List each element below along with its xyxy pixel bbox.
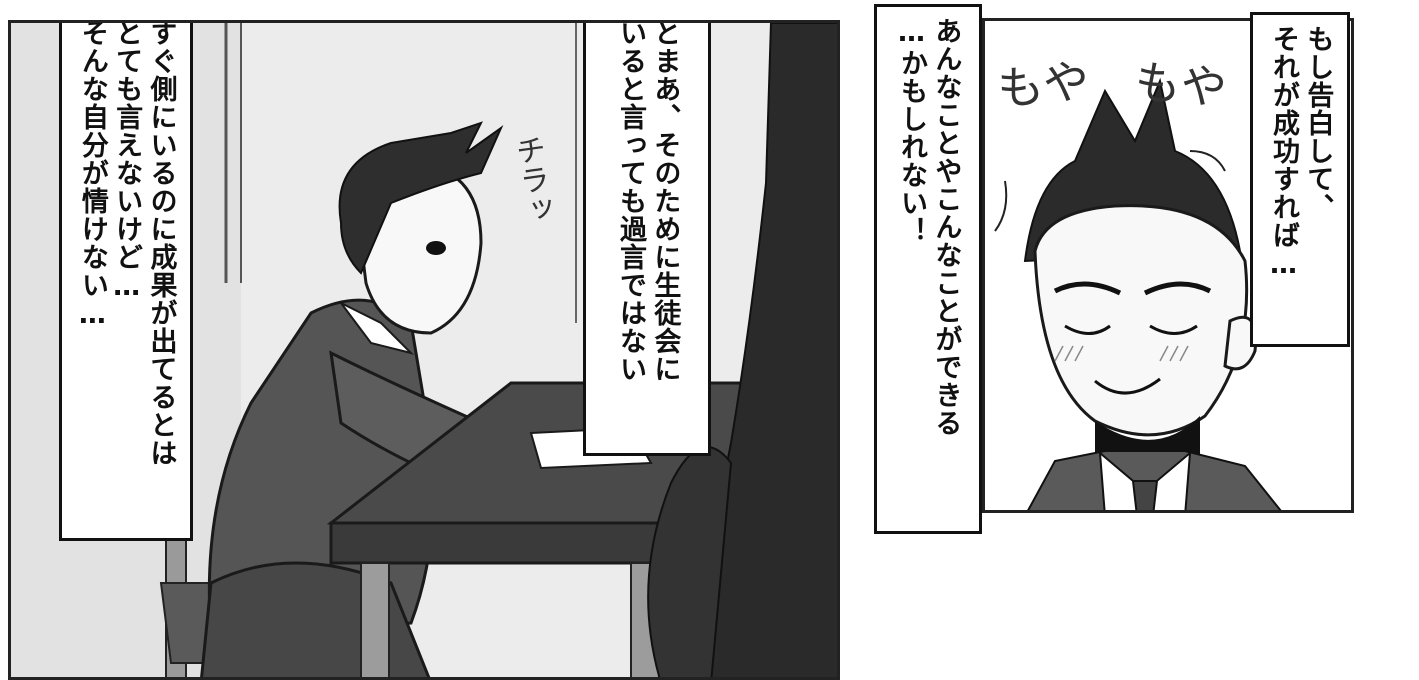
caption-line: いると言っても過言ではない bbox=[615, 20, 646, 383]
caption-line: すぐ側にいるのに成果が出てるとは bbox=[145, 20, 177, 467]
caption-line: とまあ、そのために生徒会に bbox=[649, 20, 681, 383]
caption-line: そんな自分が情けない… bbox=[76, 20, 108, 331]
caption-thought-right-inner: もし告白して、 それが成功すれば… bbox=[1250, 12, 1350, 347]
caption-line: もし告白して、 bbox=[1302, 25, 1334, 221]
sfx-moya-right: もや bbox=[1133, 54, 1229, 116]
caption-narration-center: とまあ、そのために生徒会に いると言っても過言ではない bbox=[583, 20, 711, 456]
caption-line: それが成功すれば… bbox=[1268, 25, 1299, 281]
sfx-moya-left: もや bbox=[994, 53, 1092, 117]
caption-thought-right-outer: あんなことやこんなことができる …かもしれない！ bbox=[874, 4, 982, 534]
caption-inner-thought-left: すぐ側にいるのに成果が出てるとは とても言えないけど… そんな自分が情けない… bbox=[59, 20, 193, 541]
caption-line: …かもしれない！ bbox=[896, 17, 927, 245]
caption-line: とても言えないけど… bbox=[111, 20, 143, 303]
caption-line: あんなことやこんなことができる bbox=[930, 17, 962, 437]
panel-left: チラッ すぐ側にいるのに成果が出てるとは とても言えないけど… そんな自分が情け… bbox=[8, 20, 840, 680]
